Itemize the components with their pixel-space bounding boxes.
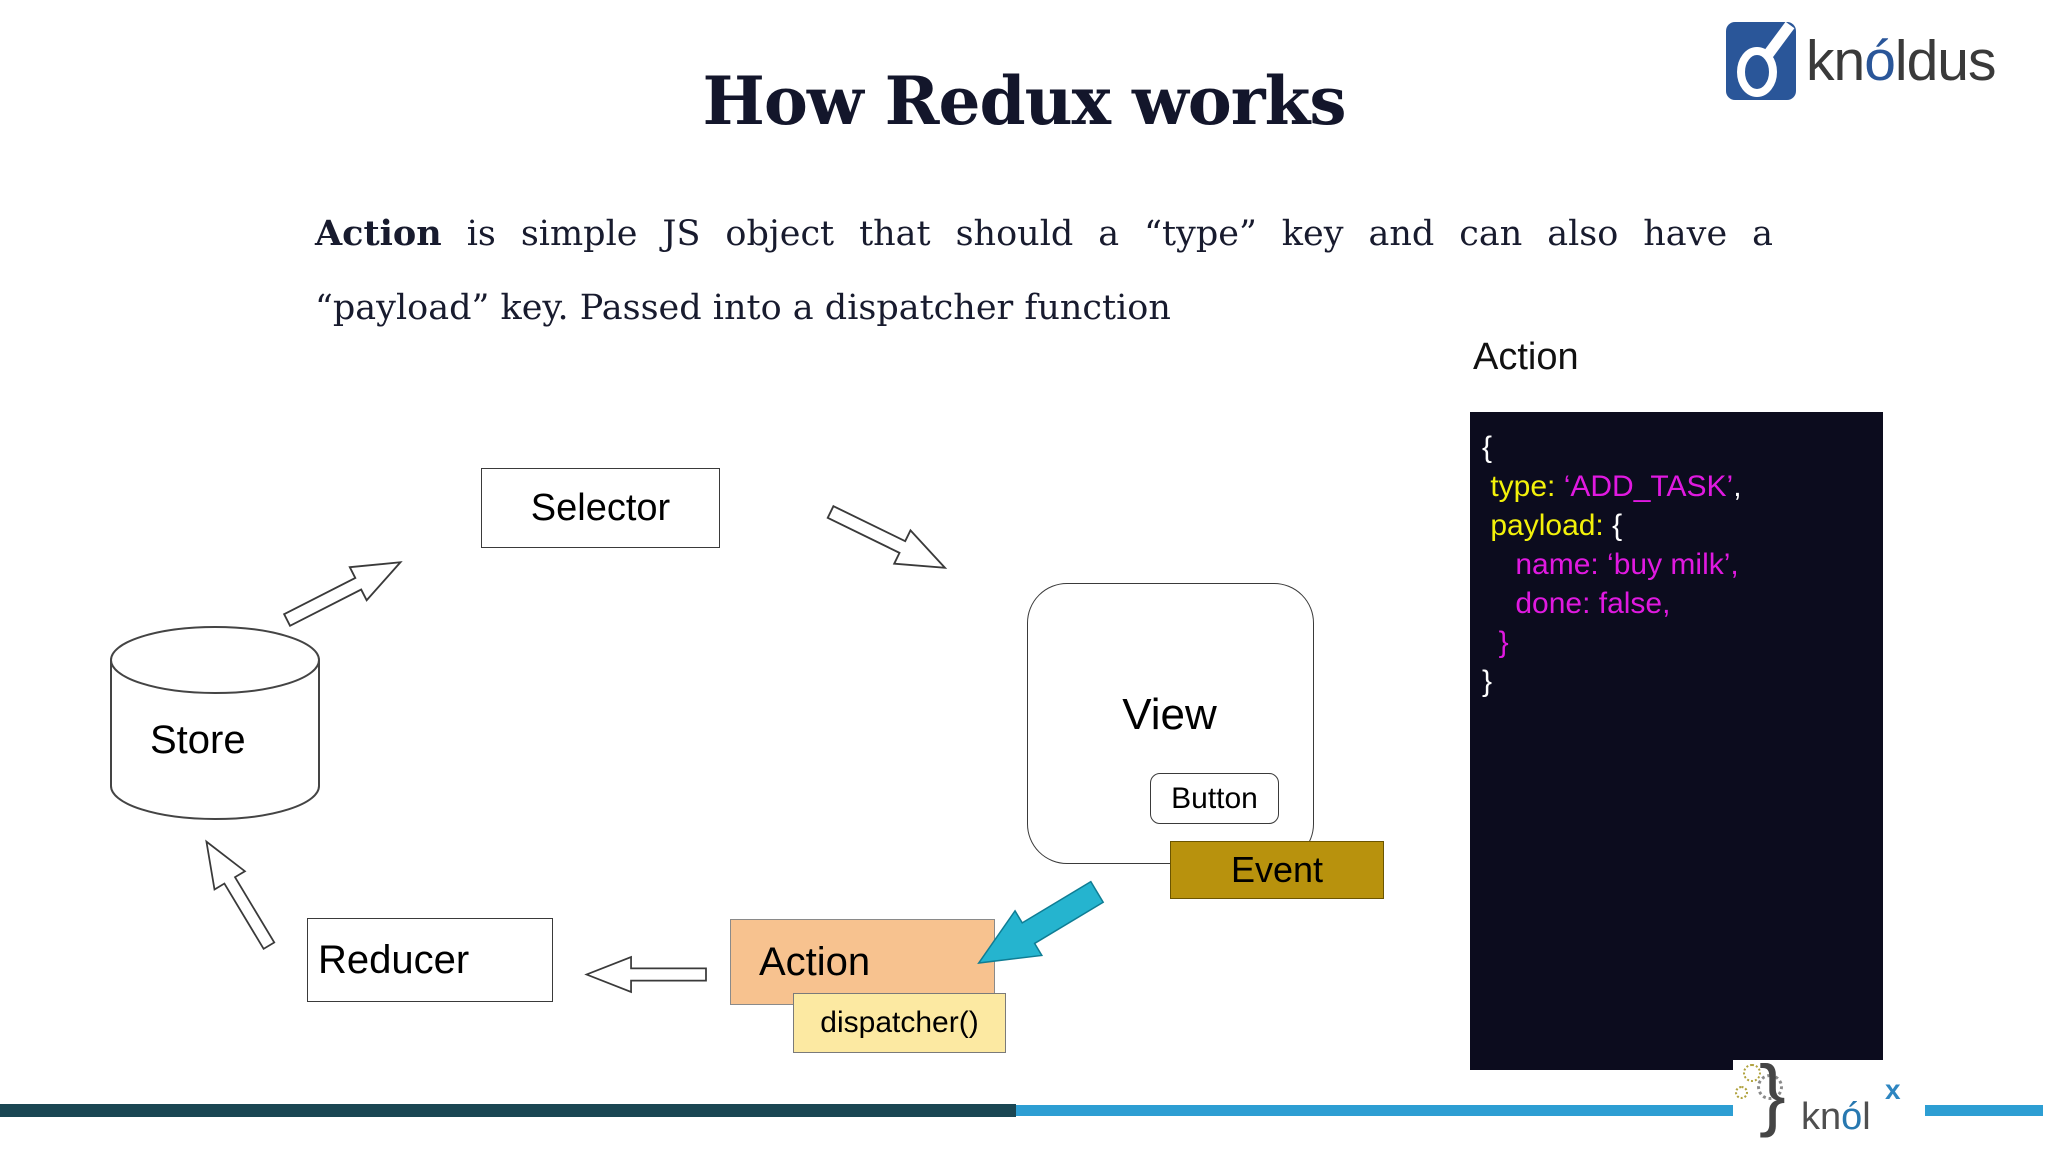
paragraph-bold-word: Action: [315, 213, 442, 254]
footer-bar-blue-right: [1925, 1105, 2043, 1116]
code-panel: { type: ‘ADD_TASK’, payload: { name: ‘bu…: [1470, 412, 1883, 1070]
code-segment: }: [1482, 665, 1493, 698]
event-box: Event: [1170, 841, 1384, 899]
knolx-gear-icon: [1743, 1064, 1761, 1082]
knoldus-logo: knóldus: [1726, 22, 1996, 100]
code-line: name: ‘buy milk’,: [1482, 545, 1883, 584]
knoldus-o: ó: [1864, 28, 1896, 93]
paragraph-line-2: “payload” key. Passed into a dispatcher …: [315, 288, 1171, 328]
store-cylinder: [110, 626, 320, 820]
code-line: type: ‘ADD_TASK’,: [1482, 467, 1883, 506]
action-box: Action: [730, 919, 995, 1005]
arrow-selector-to-view: [826, 504, 948, 569]
code-segment: type:: [1490, 470, 1564, 503]
reducer-box: Reducer: [307, 918, 553, 1002]
code-segment: ,: [1733, 470, 1742, 503]
code-segment: payload:: [1490, 509, 1613, 542]
code-panel-heading: Action: [1473, 336, 1579, 378]
view-label: View: [1122, 690, 1217, 739]
knolx-logo: } knól x: [1733, 1054, 1925, 1152]
code-segment: done: false,: [1515, 587, 1671, 620]
knolx-x-superscript: x: [1885, 1074, 1901, 1105]
arrow-action-to-reducer: [584, 955, 707, 994]
arrow-reducer-to-store: [205, 839, 276, 951]
knoldus-kn: kn: [1806, 28, 1865, 93]
knolx-head-icon: }: [1759, 1049, 1786, 1138]
knolx-kn: kn: [1801, 1096, 1842, 1138]
code-segment: name: ‘buy milk’,: [1515, 548, 1739, 581]
knolx-gear-icon: [1757, 1074, 1783, 1100]
knolx-logo-text: knól: [1801, 1096, 1871, 1139]
code-line: {: [1482, 428, 1883, 467]
arrow-event-to-action: [977, 880, 1105, 964]
page-title: How Redux works: [702, 62, 1347, 140]
dispatcher-box: dispatcher(): [793, 993, 1006, 1053]
paragraph-line1-rest: is simple JS object that should a “type”…: [441, 214, 1773, 254]
code-segment: {: [1612, 509, 1623, 542]
code-segment: [1482, 548, 1515, 581]
code-segment: {: [1482, 431, 1493, 464]
code-line: }: [1482, 623, 1883, 662]
knoldus-logo-icon: [1726, 22, 1796, 100]
code-line: done: false,: [1482, 584, 1883, 623]
knolx-l: l: [1862, 1096, 1871, 1138]
paragraph-line-1: Action is simple JS object that should a…: [315, 213, 1773, 254]
knoldus-logo-text: knóldus: [1806, 32, 1996, 90]
arrow-store-to-selector: [282, 561, 403, 628]
selector-box: Selector: [481, 468, 720, 548]
knolx-o: ó: [1841, 1096, 1863, 1138]
code-lines: { type: ‘ADD_TASK’, payload: { name: ‘bu…: [1482, 428, 1883, 701]
footer-bar-dark: [0, 1104, 1016, 1117]
code-line: payload: {: [1482, 506, 1883, 545]
button-box: Button: [1150, 773, 1279, 824]
code-segment: }: [1482, 626, 1509, 659]
knoldus-ldus: ldus: [1894, 28, 1997, 93]
code-segment: [1482, 587, 1515, 620]
footer-bar-blue: [1016, 1105, 1733, 1116]
code-segment: ‘ADD_TASK’: [1563, 470, 1734, 503]
code-line: }: [1482, 662, 1883, 701]
knolx-gear-icon: [1735, 1086, 1748, 1099]
store-label: Store: [150, 718, 246, 762]
